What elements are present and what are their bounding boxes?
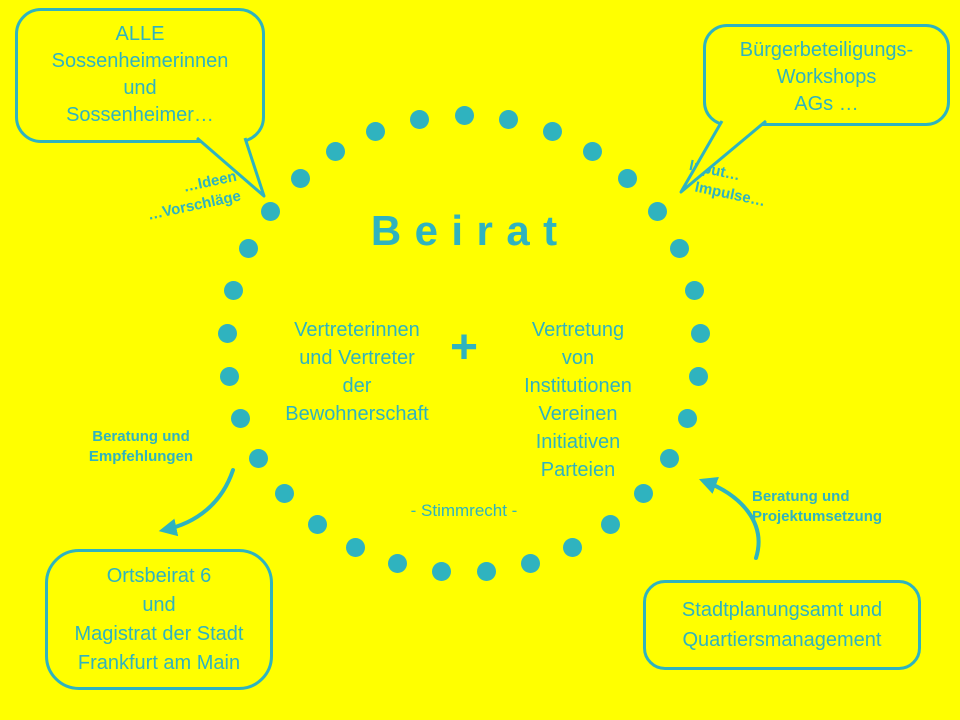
ring-dot xyxy=(684,280,704,300)
ring-dot xyxy=(678,409,698,429)
text-line: Beratung und xyxy=(752,488,850,505)
members-residents-block: Vertreterinnen und Vertreter der Bewohne… xyxy=(247,316,467,428)
text-line: AGs … xyxy=(794,93,859,115)
ring-dot xyxy=(224,280,244,300)
ring-dot xyxy=(219,367,239,387)
ring-dot xyxy=(691,323,711,343)
voting-note: - Stimmrecht - xyxy=(410,501,518,520)
text-line: und Vertreter xyxy=(299,347,415,369)
bubble-workshops-ags: Bürgerbeteiligungs- Workshops AGs … xyxy=(703,24,950,126)
ring-dot xyxy=(307,514,327,534)
arrow-to-beirat xyxy=(698,477,761,560)
text-line: Sossenheimer… xyxy=(66,104,214,126)
arrow-to-ortsbeirat xyxy=(158,468,235,537)
text-line: ALLE xyxy=(115,23,165,45)
ring-dot xyxy=(521,554,541,574)
text-line: von xyxy=(561,347,595,369)
box-ortsbeirat-magistrat: Ortsbeirat 6 und Magistrat der Stadt Fra… xyxy=(45,549,273,690)
ring-dot xyxy=(618,168,638,188)
ring-dot xyxy=(409,109,429,129)
ring-dot xyxy=(633,484,653,504)
text-line: und xyxy=(142,594,176,616)
text-line: der xyxy=(342,375,372,397)
ring-dot xyxy=(290,168,310,188)
ring-dot xyxy=(275,484,295,504)
text-line: Initiativen xyxy=(535,431,621,453)
ring-dot xyxy=(477,562,497,582)
text-line: Quartiersmanagement xyxy=(682,629,882,651)
label-beratung-empfehlungen: Beratung und Empfehlungen xyxy=(76,427,206,467)
text-line: Projektumsetzung xyxy=(752,508,883,525)
text-line: Magistrat der Stadt xyxy=(74,623,244,645)
diagram-title: Beirat xyxy=(370,207,571,254)
members-institutions-block: Vertretung von Institutionen Vereinen In… xyxy=(468,316,688,484)
ring-dot xyxy=(542,121,562,141)
text-line: Vereinen xyxy=(538,403,618,425)
plus-sign: + xyxy=(449,321,479,374)
ring-dot xyxy=(387,554,407,574)
text-line: Vertretung xyxy=(531,319,625,341)
text-line: Institutionen xyxy=(524,375,632,397)
text-line: Sossenheimerinnen xyxy=(51,50,229,72)
ring-dot xyxy=(249,449,269,468)
ring-dot xyxy=(366,121,386,141)
text-line: Bürgerbeteiligungs- xyxy=(739,39,914,61)
ring-dot xyxy=(230,409,250,429)
text-line: Parteien xyxy=(540,459,616,481)
label-input-impulse: Input… Impulse… xyxy=(683,156,809,220)
text-line: Workshops xyxy=(776,66,877,88)
text-line: Vertreterinnen xyxy=(294,319,420,341)
ring-dot xyxy=(582,141,602,161)
ring-dot xyxy=(238,239,258,259)
text-line: Frankfurt am Main xyxy=(77,652,241,674)
ring-dot xyxy=(454,105,474,125)
ring-dot xyxy=(326,141,346,161)
ring-dot xyxy=(431,562,451,582)
ring-dot xyxy=(659,449,679,468)
bubble-alle-sossenheimer: ALLE Sossenheimerinnen und Sossenheimer… xyxy=(15,8,265,143)
text-line: Empfehlungen xyxy=(88,448,194,465)
ring-dot xyxy=(689,367,709,387)
label-beratung-projektumsetzung: Beratung und Projektumsetzung xyxy=(752,487,927,527)
ring-dot xyxy=(563,538,583,558)
ring-dot xyxy=(670,239,690,259)
ring-dot xyxy=(647,201,667,221)
text-line: Ortsbeirat 6 xyxy=(106,565,212,587)
text-line: Beratung und xyxy=(92,428,190,445)
ring-dot xyxy=(345,538,365,558)
ring-dot xyxy=(601,514,620,534)
ring-dot xyxy=(217,323,237,343)
text-line: Bewohnerschaft xyxy=(285,403,429,425)
ring-dot xyxy=(261,201,281,221)
box-stadtplanungsamt-quartiersmanagement: Stadtplanungsamt und Quartiersmanagement xyxy=(643,580,921,670)
text-line: und xyxy=(123,77,157,99)
text-line: Stadtplanungsamt und xyxy=(681,599,883,621)
label-ideen-vorschlaege: …Ideen …Vorschläge xyxy=(107,167,242,233)
ring-dot xyxy=(499,109,519,129)
